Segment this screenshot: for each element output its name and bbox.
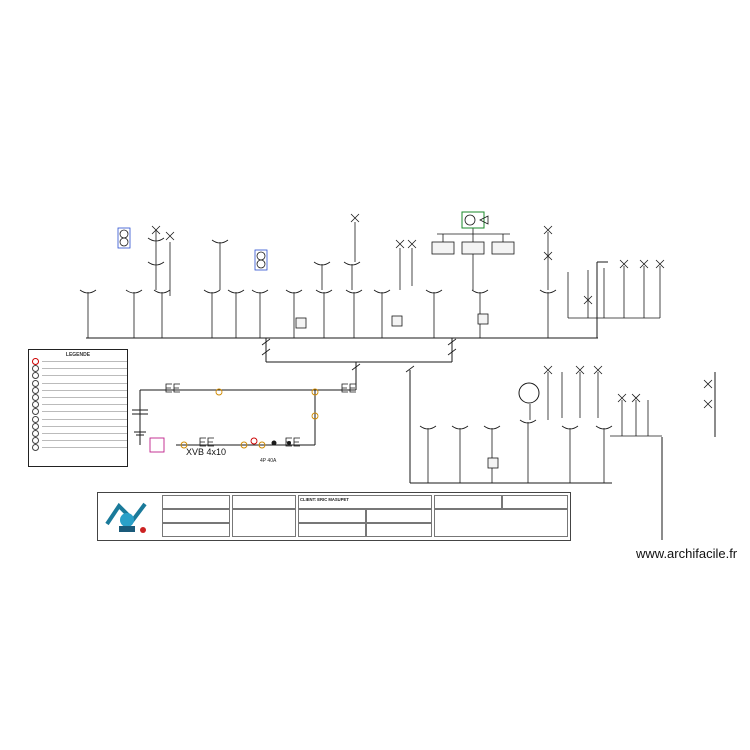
legend-row — [29, 379, 127, 387]
legend-row — [29, 422, 127, 430]
panel-box-1 — [431, 241, 455, 255]
cell-field — [232, 509, 296, 537]
client-field: CLIENT: ERIC MASUPET — [298, 495, 432, 509]
legend-row — [29, 365, 127, 373]
transformer-symbol-icon — [32, 429, 39, 437]
lamp-symbol-icon — [32, 422, 39, 430]
legend-row — [29, 444, 127, 452]
circuit-symbol-icon — [32, 401, 39, 409]
legend-row — [29, 372, 127, 380]
meter-icon — [149, 437, 165, 453]
panel-box-3 — [491, 241, 515, 255]
legend-title: LEGENDE — [65, 352, 91, 358]
lower-feeders — [419, 365, 713, 483]
cell-field — [298, 509, 366, 523]
lamp-symbol-icon — [32, 415, 39, 423]
circuit-symbol-icon — [32, 408, 39, 416]
cell-field — [366, 523, 432, 537]
breaker-symbol-icon — [32, 358, 39, 366]
legend-panel: LEGENDE — [28, 349, 128, 467]
cell-field — [434, 509, 568, 537]
breaker-label: 4P 40A — [260, 458, 277, 464]
cable-label: XVB 4x10 — [186, 447, 227, 457]
circuit-symbol-icon — [32, 444, 39, 452]
cell-field — [162, 509, 230, 523]
cell-field — [298, 523, 366, 537]
circuit-symbol-icon — [32, 394, 39, 402]
cell-field — [502, 495, 568, 509]
legend-row — [29, 408, 127, 416]
company-logo-icon — [99, 494, 155, 538]
panel-box-2 — [461, 241, 485, 255]
legend-row — [29, 401, 127, 409]
socket-symbol-icon — [32, 379, 39, 387]
cell-field — [162, 523, 230, 537]
legend-row — [29, 415, 127, 423]
transformer-icon-left — [117, 227, 131, 249]
legend-row — [29, 386, 127, 394]
legend-row — [29, 429, 127, 437]
legend-row — [29, 358, 127, 366]
cell-field — [162, 495, 230, 509]
title-block: CLIENT: ERIC MASUPET — [97, 492, 571, 541]
transformer-symbol-icon — [32, 437, 39, 445]
socket-symbol-icon — [32, 386, 39, 394]
switch-symbol-icon — [32, 365, 39, 373]
fault-indicator-icon — [250, 437, 258, 445]
cell-field — [366, 509, 432, 523]
legend-row — [29, 437, 127, 445]
legend-row — [29, 394, 127, 402]
cell-field — [434, 495, 502, 509]
cell-field — [232, 495, 296, 509]
watermark-text: www.archifacile.fr — [636, 546, 738, 561]
switch-symbol-icon — [32, 372, 39, 380]
transformer-icon-right — [254, 249, 268, 271]
motor-icon — [518, 382, 540, 404]
upper-feeders — [79, 213, 665, 338]
